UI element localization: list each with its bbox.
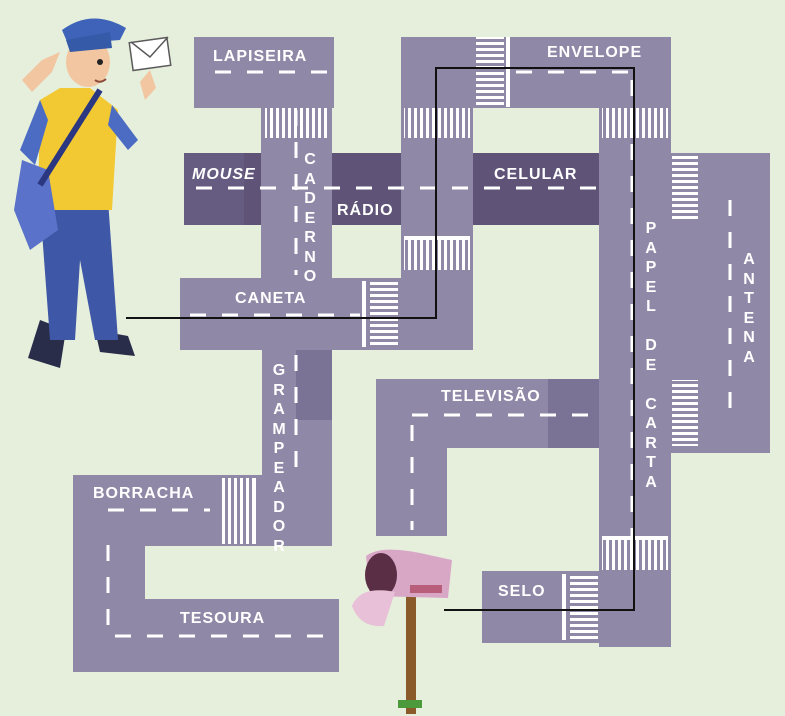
envelope-icon [128, 36, 172, 72]
label-caneta: CANETA [235, 290, 307, 307]
mailman-icon [14, 18, 156, 368]
label-lapiseira: LAPISEIRA [213, 48, 308, 65]
label-grampeador: G R A M P E A D O R [272, 362, 286, 555]
label-celular: CELULAR [494, 166, 578, 183]
label-papel-de-carta: P A P E L D E C A R T A [645, 220, 657, 491]
label-mouse: MOUSE [192, 166, 256, 183]
label-televisao: TELEVISÃO [441, 388, 541, 405]
label-envelope: ENVELOPE [547, 44, 643, 61]
mailbox-icon [352, 549, 452, 714]
label-tesoura: TESOURA [180, 610, 266, 627]
label-selo: SELO [498, 583, 546, 600]
label-caderno: C A D E R N O [303, 151, 317, 285]
lane-markings [106, 70, 732, 638]
label-borracha: BORRACHA [93, 485, 195, 502]
label-antena: A N T E N A [743, 251, 755, 366]
solution-path [126, 67, 635, 611]
crosswalks [220, 37, 698, 640]
label-radio: RÁDIO [337, 202, 394, 219]
